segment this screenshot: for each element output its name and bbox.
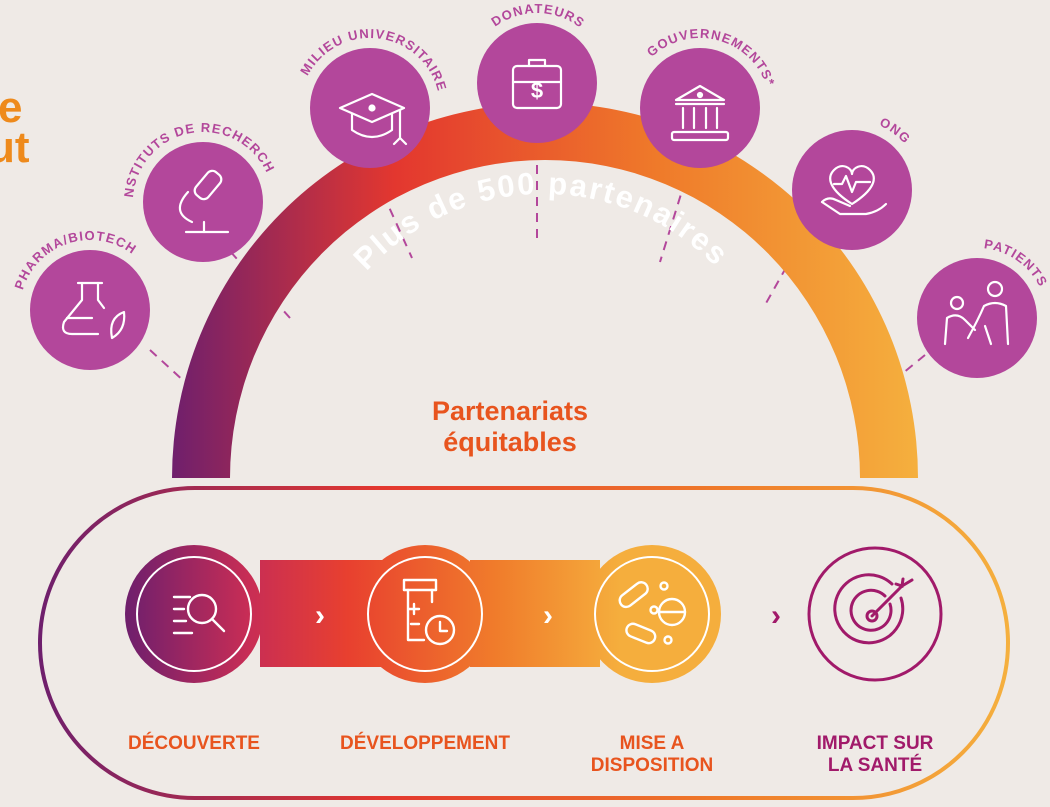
target-arrow-icon: [833, 573, 914, 645]
stage-label-impact: IMPACT SUR LA SANTÉ: [816, 733, 934, 776]
stage-circle-discovery: [125, 545, 263, 683]
microscope-icon: [178, 169, 230, 234]
partnership-arch: [172, 103, 918, 478]
partner-donateurs: $: [477, 23, 597, 143]
stage-circle-development: [356, 545, 494, 683]
government-building-icon: [670, 84, 730, 142]
separator-1: ›: [315, 599, 325, 632]
search-list-icon: [172, 593, 226, 635]
separator-2: ›: [543, 599, 553, 632]
people-icon: [943, 280, 1010, 346]
stage-label-discovery: DÉCOUVERTE: [128, 733, 260, 754]
separator-3: ›: [771, 599, 781, 632]
stage-label-development: DÉVELOPPEMENT: [340, 733, 510, 754]
svg-text:$: $: [531, 78, 543, 103]
stage-label-access: MISE A DISPOSITION: [590, 733, 714, 776]
partner-universite: [310, 48, 430, 168]
headline-fragment-1: e: [0, 83, 23, 132]
headline-fragment-2: ut: [0, 123, 30, 172]
stage-circle-impact: [807, 546, 943, 682]
graduation-cap-icon: [338, 92, 408, 146]
stage-ring-access: [594, 556, 710, 672]
arch-center-label: Partenariats équitables: [431, 396, 589, 457]
stage-ring-discovery: [136, 556, 252, 672]
pills-icon: [618, 581, 687, 645]
briefcase-dollar-icon: $: [511, 58, 563, 110]
flask-leaf-icon: [61, 281, 126, 340]
stage-ring-development: [367, 556, 483, 672]
beaker-clock-icon: [402, 578, 456, 646]
heart-hand-icon: [820, 165, 888, 216]
partner-patients: [917, 258, 1037, 378]
partner-pharma: [30, 250, 150, 370]
pipeline-oval: [38, 486, 1010, 800]
partner-ong: [792, 130, 912, 250]
partner-instituts: [143, 142, 263, 262]
partner-gouvernements: [640, 48, 760, 168]
pipeline-chain: [260, 560, 600, 667]
